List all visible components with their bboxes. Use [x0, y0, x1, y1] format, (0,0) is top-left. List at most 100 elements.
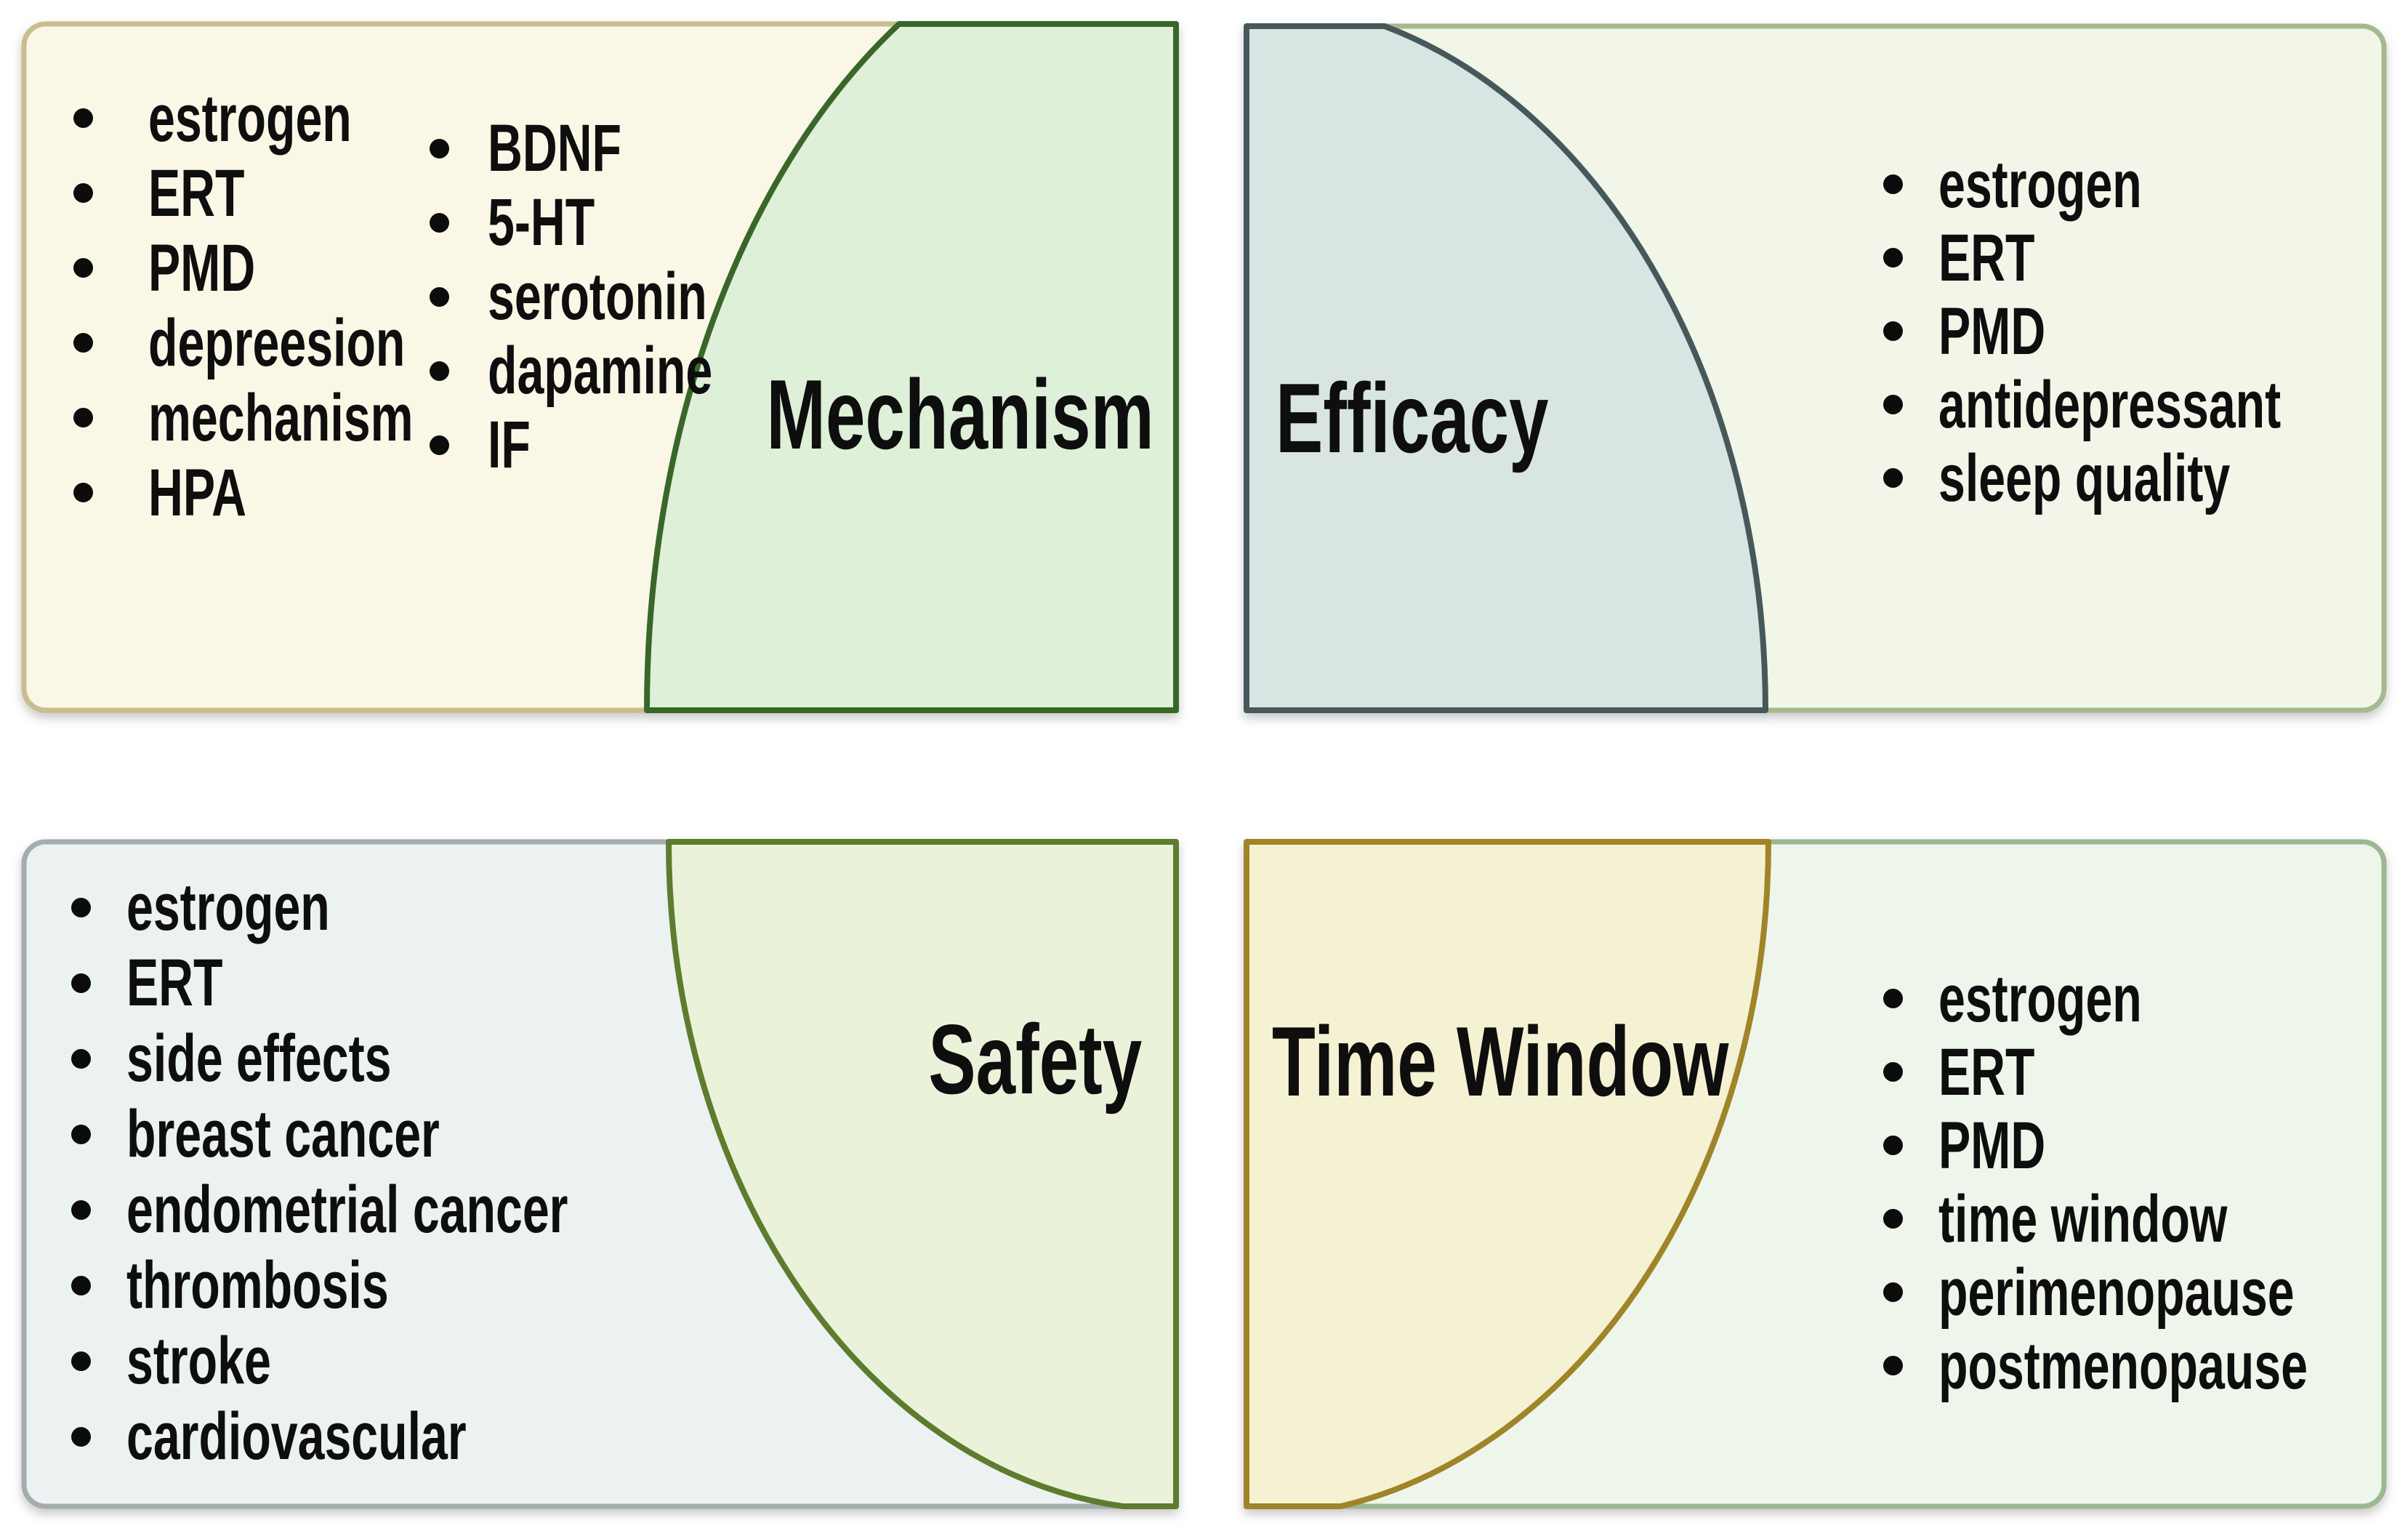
keyword-label: depreesion [148, 305, 406, 380]
keyword-label: ERT [126, 946, 223, 1020]
time-window-title: Time Window [1272, 1012, 1906, 1111]
keyword-label: postmenopause [1938, 1328, 2308, 1403]
keyword-item: 5-HT [430, 185, 800, 260]
keyword-label: PMD [1938, 1108, 2046, 1183]
keyword-label: BDNF [488, 111, 621, 185]
keyword-label: stroke [126, 1324, 271, 1398]
bullet-icon [1883, 468, 1903, 488]
time-window-keyword-list: estrogen ERT PMD time window perimenopau… [1883, 962, 2408, 1402]
bullet-icon [1883, 174, 1903, 194]
keyword-item: PMD [1883, 294, 2408, 368]
keyword-item: side effects [71, 1021, 740, 1096]
keyword-label: PMD [148, 230, 256, 305]
safety-wedge [666, 839, 1179, 1509]
bullet-icon [71, 1200, 91, 1220]
keyword-item: postmenopause [1883, 1329, 2408, 1402]
efficacy-title: Efficacy [1276, 369, 1655, 467]
mechanism-title-label: Mechanism [766, 359, 1154, 470]
keyword-label: endometrial cancer [126, 1173, 568, 1247]
keyword-label: thrombosis [126, 1248, 389, 1322]
bullet-icon [430, 435, 449, 455]
bullet-icon [1883, 248, 1903, 268]
bullet-icon [71, 1351, 91, 1371]
time-window-title-label: Time Window [1272, 1006, 1729, 1117]
keyword-item: serotonin [430, 260, 800, 334]
safety-keyword-list: estrogen ERT side effects breast cancer … [71, 869, 740, 1474]
keyword-item: estrogen [1883, 148, 2408, 221]
keyword-item: ERT [71, 945, 740, 1021]
efficacy-wedge [1244, 23, 1768, 713]
keyword-label: ERT [1938, 1034, 2035, 1109]
keyword-label: HPA [148, 455, 246, 530]
keyword-item: PMD [73, 230, 516, 305]
bullet-icon [1883, 1356, 1903, 1375]
keyword-item: perimenopause [1883, 1255, 2408, 1329]
keyword-label: ERT [148, 156, 245, 230]
keyword-item: time window [1883, 1182, 2408, 1255]
bullet-icon [73, 183, 93, 203]
keyword-item: IF [430, 408, 800, 482]
time-window-wedge [1244, 839, 1771, 1509]
bullet-icon [430, 212, 449, 233]
keyword-item: HPA [73, 455, 516, 530]
bullet-icon [430, 361, 449, 381]
keyword-label: antidepressant [1938, 367, 2282, 442]
keyword-label: estrogen [1938, 147, 2142, 222]
bullet-icon [71, 1048, 91, 1069]
keyword-item: BDNF [430, 111, 800, 185]
keyword-item: ERT [1883, 221, 2408, 294]
keyword-item: sleep quality [1883, 441, 2408, 515]
keyword-item: PMD [1883, 1109, 2408, 1182]
keyword-label: mechanism [148, 380, 414, 455]
keyword-label: dapamine [488, 334, 713, 408]
mechanism-keyword-list-col2: BDNF 5-HT serotonin dapamine IF [430, 111, 800, 482]
keyword-label: estrogen [1938, 961, 2142, 1036]
keyword-item: estrogen [1883, 962, 2408, 1035]
keyword-item: estrogen [71, 869, 740, 945]
keyword-label: perimenopause [1938, 1255, 2295, 1330]
mechanism-title: Mechanism [616, 365, 1154, 464]
bullet-icon [1883, 1209, 1903, 1229]
time-window-quadrant [1244, 839, 2387, 1509]
keyword-label: PMD [1938, 294, 2046, 369]
efficacy-title-label: Efficacy [1276, 363, 1549, 473]
keyword-item: dapamine [430, 334, 800, 408]
keyword-label: sleep quality [1938, 441, 2231, 515]
keyword-label: cardiovascular [126, 1399, 467, 1474]
bullet-icon [73, 408, 93, 427]
keyword-label: estrogen [148, 81, 352, 156]
keyword-label: breast cancer [126, 1097, 440, 1171]
mechanism-quadrant [21, 21, 1179, 713]
keyword-item: breast cancer [71, 1096, 740, 1172]
bullet-icon [73, 108, 93, 128]
keyword-item: mechanism [73, 380, 516, 455]
bullet-icon [1883, 1282, 1903, 1302]
safety-quadrant [21, 839, 1179, 1509]
keyword-item: antidepressant [1883, 368, 2408, 441]
keyword-item: estrogen [73, 81, 516, 156]
efficacy-quadrant [1244, 23, 2387, 713]
bullet-icon [73, 258, 93, 278]
keyword-label: time window [1938, 1181, 2228, 1256]
bullet-icon [1883, 989, 1903, 1008]
bullet-icon [430, 138, 449, 158]
bullet-icon [1883, 395, 1903, 414]
bullet-icon [71, 973, 91, 993]
efficacy-keyword-list: estrogen ERT PMD antidepressant sleep qu… [1883, 148, 2408, 515]
bullet-icon [71, 897, 91, 917]
bullet-icon [73, 333, 93, 353]
keyword-label: serotonin [488, 260, 707, 334]
keyword-item: cardiovascular [71, 1399, 740, 1474]
mechanism-keyword-list-col1: estrogen ERT PMD depreesion mechanism HP… [73, 81, 516, 530]
keyword-item: endometrial cancer [71, 1172, 740, 1247]
keyword-label: IF [488, 408, 531, 482]
bullet-icon [71, 1426, 91, 1447]
safety-title: Safety [845, 1010, 1142, 1109]
keyword-label: estrogen [126, 870, 330, 944]
safety-title-label: Safety [928, 1004, 1142, 1114]
keyword-label: ERT [1938, 220, 2035, 295]
bullet-icon [1883, 321, 1903, 341]
keyword-item: stroke [71, 1323, 740, 1399]
